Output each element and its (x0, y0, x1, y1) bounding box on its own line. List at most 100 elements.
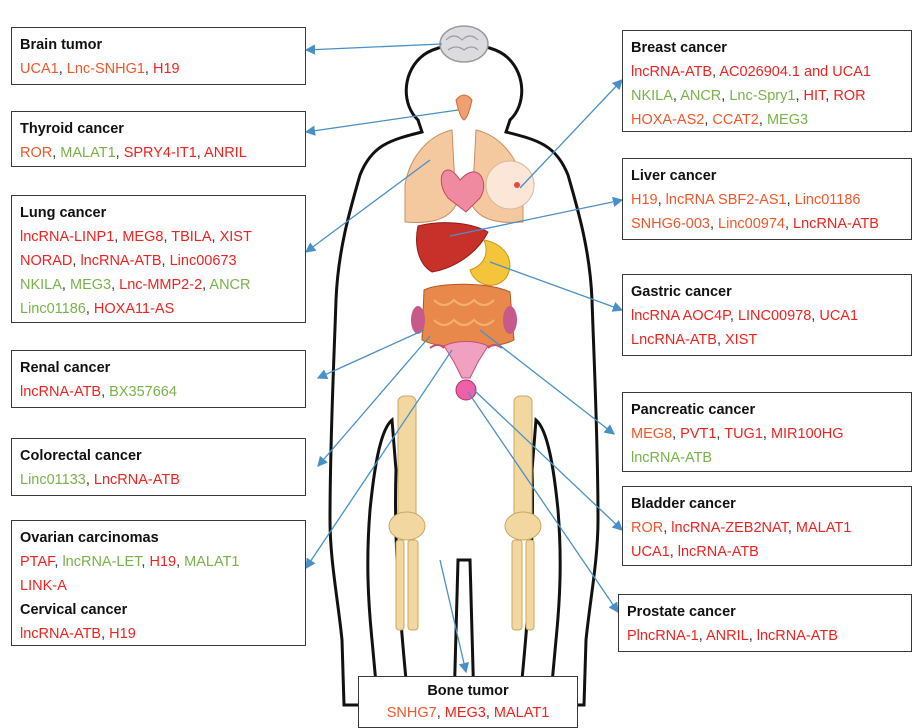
gene-label: AC026904.1 and UCA1 (719, 64, 871, 80)
gene-label: Linc01186 (20, 301, 86, 317)
gene-line: NKILA, ANCR, Lnc-Spry1, HIT, ROR (631, 84, 903, 108)
gene-line: HOXA-AS2, CCAT2, MEG3 (631, 108, 903, 132)
gene-label: ANCR (680, 88, 721, 104)
box-title: Liver cancer (631, 164, 903, 188)
gene-label: lncRNA-ATB (80, 253, 161, 269)
gene-line: UCA1, lncRNA-ATB (631, 540, 903, 564)
gene-label: SPRY4-IT1 (124, 145, 197, 161)
gene-label: Linc01186 (795, 192, 861, 208)
box-title: Breast cancer (631, 36, 903, 60)
gene-line: Linc01186, HOXA11-AS (20, 297, 297, 321)
bladder-icon (456, 380, 476, 400)
gene-label: Linc01133 (20, 472, 86, 488)
gene-label: LncRNA-ATB (94, 472, 180, 488)
gene-line: LncRNA-ATB, XIST (631, 328, 903, 352)
gene-label: Linc00974 (718, 216, 785, 232)
box-title: Gastric cancer (631, 280, 903, 304)
box-title: Bone tumor (367, 680, 569, 702)
gene-label: PlncRNA-1 (627, 628, 699, 644)
gene-label: LINK-A (20, 578, 67, 594)
gene-line: lncRNA AOC4P, LINC00978, UCA1 (631, 304, 903, 328)
gene-label: MEG8 (631, 426, 672, 442)
box-title: Renal cancer (20, 356, 297, 380)
gene-line: Linc01133, LncRNA-ATB (20, 468, 297, 492)
gene-label: UCA1 (20, 61, 59, 77)
box-bone-tumor: Bone tumorSNHG7, MEG3, MALAT1 (358, 676, 578, 728)
gene-label: SNHG6-003 (631, 216, 710, 232)
gene-label: MEG3 (445, 705, 486, 721)
gene-label: H19 (109, 626, 136, 642)
gene-label: H19 (631, 192, 658, 208)
box-title: Ovarian carcinomas (20, 526, 297, 550)
intestines-icon (422, 284, 514, 347)
gene-label: lncRNA-ATB (631, 64, 712, 80)
gene-label: BX357664 (109, 384, 177, 400)
box-title: Pancreatic cancer (631, 398, 903, 422)
gene-label: lncRNA-ATB (20, 626, 101, 642)
gene-label: MALAT1 (60, 145, 115, 161)
gene-label: UCA1 (631, 544, 670, 560)
gene-label: MALAT1 (184, 554, 239, 570)
gene-label: lncRNA-LINP1 (20, 229, 114, 245)
gene-label: NKILA (20, 277, 62, 293)
gene-label: Lnc-Spry1 (729, 88, 795, 104)
gene-label: lncRNA-ATB (20, 384, 101, 400)
thyroid-icon (456, 95, 472, 120)
gene-label: TUG1 (724, 426, 763, 442)
box-title: Cervical cancer (20, 598, 297, 622)
gene-line: H19, lncRNA SBF2-AS1, Linc01186 (631, 188, 903, 212)
gene-label: XIST (220, 229, 252, 245)
gene-label: MALAT1 (796, 520, 851, 536)
gene-label: lncRNA-ZEB2NAT (671, 520, 788, 536)
gene-label: LINC00978 (738, 308, 811, 324)
gene-line: lncRNA-ATB, AC026904.1 and UCA1 (631, 60, 903, 84)
gene-line: lncRNA-ATB (631, 446, 903, 470)
gene-label: LncRNA-ATB (793, 216, 879, 232)
box-title: Lung cancer (20, 201, 297, 225)
gene-label: MEG3 (70, 277, 111, 293)
gene-label: MEG8 (122, 229, 163, 245)
gene-line: UCA1, Lnc-SNHG1, H19 (20, 57, 297, 81)
uterus-icon (444, 342, 488, 379)
gene-label: ANCR (209, 277, 250, 293)
gene-label: ANRIL (204, 145, 247, 161)
gene-label: UCA1 (819, 308, 858, 324)
gene-label: PVT1 (680, 426, 716, 442)
gene-label: lncRNA-ATB (631, 450, 712, 466)
gene-label: LncRNA-ATB (631, 332, 717, 348)
gene-label: NKILA (631, 88, 673, 104)
box-gastric-cancer: Gastric cancerlncRNA AOC4P, LINC00978, U… (622, 274, 912, 356)
gene-label: lncRNA-LET (62, 554, 141, 570)
gene-line: PTAF, lncRNA-LET, H19, MALAT1 (20, 550, 297, 574)
gene-label: MEG3 (767, 112, 808, 128)
box-thyroid-cancer: Thyroid cancerROR, MALAT1, SPRY4-IT1, AN… (11, 111, 306, 167)
gene-line: SNHG6-003, Linc00974, LncRNA-ATB (631, 212, 903, 236)
gene-line: MEG8, PVT1, TUG1, MIR100HG (631, 422, 903, 446)
box-title: Brain tumor (20, 33, 297, 57)
box-title: Prostate cancer (627, 600, 903, 624)
gene-label: lncRNA SBF2-AS1 (666, 192, 787, 208)
gene-label: ANRIL (706, 628, 749, 644)
gene-label: MIR100HG (771, 426, 844, 442)
gene-label: HIT (804, 88, 826, 104)
gene-label: TBILA (171, 229, 211, 245)
gene-label: H19 (153, 61, 180, 77)
gene-line: LINK-A (20, 574, 297, 598)
gene-line: SNHG7, MEG3, MALAT1 (367, 702, 569, 724)
gene-label: lncRNA AOC4P (631, 308, 730, 324)
gene-label: lncRNA-ATB (678, 544, 759, 560)
gene-line: lncRNA-ATB, BX357664 (20, 380, 297, 404)
gene-label: lncRNA-ATB (757, 628, 838, 644)
gene-line: lncRNA-ATB, H19 (20, 622, 297, 646)
gene-line: PlncRNA-1, ANRIL, lncRNA-ATB (627, 624, 903, 648)
gene-line: ROR, lncRNA-ZEB2NAT, MALAT1 (631, 516, 903, 540)
gene-label: MALAT1 (494, 705, 549, 721)
gene-line: ROR, MALAT1, SPRY4-IT1, ANRIL (20, 141, 297, 165)
gene-line: NORAD, lncRNA-ATB, Linc00673 (20, 249, 297, 273)
brain-icon (440, 26, 488, 62)
